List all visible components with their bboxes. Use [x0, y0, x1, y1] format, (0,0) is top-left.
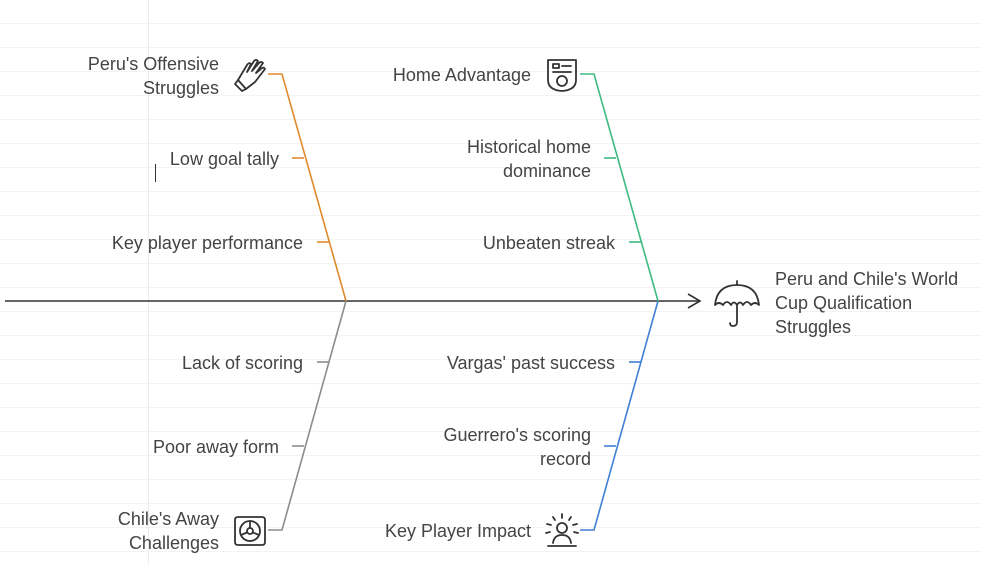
glove-hand-icon	[234, 59, 266, 92]
cause-vargas-past-success: Vargas' past success	[446, 353, 615, 373]
cause-guerrero-scoring-record: Guerrero's scoring record	[444, 423, 592, 471]
category-title-line-1: Chile's Away	[117, 509, 219, 529]
category-title-line-2: Challenges	[128, 533, 219, 553]
cause-poor-away-form: Poor away form	[152, 437, 279, 457]
effect-title-line-2: Cup Qualification	[775, 293, 913, 313]
category-home-advantage-title: Home Advantage	[392, 65, 531, 85]
text-cursor	[155, 164, 156, 182]
bone-chile-away	[268, 300, 347, 531]
cause-historical-home-dominance: Historical home dominance	[467, 135, 591, 183]
cause-low-goal-tally: Low goal tally	[169, 149, 279, 169]
effect-title-line-3: Struggles	[775, 317, 852, 337]
cause-key-player-performance: Key player performance	[111, 233, 303, 253]
cause-line-1: Guerrero's scoring	[443, 425, 592, 445]
cause-line-2: dominance	[502, 161, 591, 181]
category-title-line-2: Struggles	[142, 78, 219, 98]
spine-arrowhead	[687, 293, 702, 309]
background-guide-line	[148, 0, 149, 564]
tire-wheel-icon	[234, 516, 266, 546]
bone-home-advantage	[580, 73, 659, 302]
cause-unbeaten-streak: Unbeaten streak	[482, 233, 615, 253]
category-title-line-1: Peru's Offensive	[87, 54, 219, 74]
effect-title-line-1: Peru and Chile's World	[775, 269, 959, 289]
bone-key-player	[580, 300, 659, 531]
effect-title: Peru and Chile's World Cup Qualification…	[775, 267, 958, 339]
category-peru-offense-title: Peru's Offensive Struggles	[88, 52, 219, 100]
bone-peru-offense	[268, 73, 347, 302]
stadium-ticket-icon	[547, 59, 577, 92]
category-chile-away-title: Chile's Away Challenges	[118, 507, 219, 555]
cause-line-1: Historical home	[466, 137, 591, 157]
umbrella-icon	[714, 280, 760, 327]
cause-lack-of-scoring: Lack of scoring	[181, 353, 303, 373]
cause-line-2: record	[539, 449, 591, 469]
category-key-player-title: Key Player Impact	[384, 521, 531, 541]
star-player-icon	[545, 513, 579, 547]
